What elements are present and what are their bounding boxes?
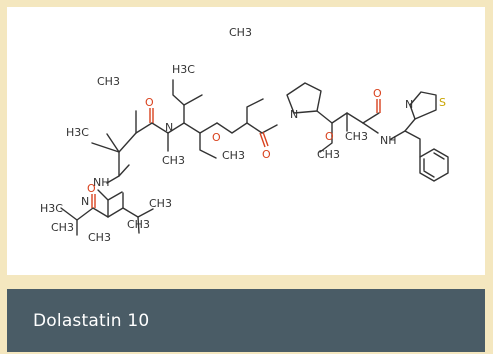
atom-label-oxygen-2: O bbox=[145, 96, 154, 109]
atom-label-nitrogen-methyl: N bbox=[165, 121, 173, 134]
atom-label-ch3-isopropyl-side: CH3 bbox=[149, 197, 172, 210]
atom-label-n-ch3: CH3 bbox=[162, 154, 185, 167]
atom-label-och3: CH3 bbox=[222, 149, 245, 162]
figure-caption: Dolastatin 10 bbox=[33, 310, 150, 331]
atom-label-h3c: H3C bbox=[40, 202, 63, 215]
atom-label-nh: NH bbox=[93, 176, 110, 189]
atom-label-ch3-right: CH3 bbox=[345, 130, 368, 143]
atom-label-h3c-left: H3C bbox=[66, 126, 89, 139]
atom-label-ch3-isopropyl-bottom: CH3 bbox=[127, 218, 150, 231]
atom-label-oxygen-methoxy-1: O bbox=[212, 131, 221, 144]
atom-label-ch3-nmethyl: CH3 bbox=[51, 221, 74, 234]
atom-label-oxygen-1: O bbox=[87, 182, 96, 195]
dolastatin-10-structure: CH3 H3C N CH3 CH3 CH3 NH H3C CH3 N CH3 H… bbox=[40, 26, 449, 244]
atom-label-ch3-top-left: CH3 bbox=[97, 75, 120, 88]
atom-label-nitrogen-dimethyl: N bbox=[81, 195, 89, 208]
atom-label-oxygen-4: O bbox=[373, 87, 382, 100]
atom-label-ch3: CH3 bbox=[88, 231, 111, 244]
atom-label-oxygen-methoxy-2: O bbox=[325, 130, 334, 143]
atom-label-oxygen-3: O bbox=[262, 148, 271, 161]
atom-label-nh-amide: NH bbox=[380, 134, 397, 147]
atom-label-nitrogen-pyrrolidine: N bbox=[290, 108, 298, 121]
atom-label-h3c-top: H3C bbox=[172, 63, 195, 76]
molecule-diagram-panel: CH3 H3C N CH3 CH3 CH3 NH H3C CH3 N CH3 H… bbox=[7, 7, 485, 275]
atom-label-ch3-top: CH3 bbox=[229, 26, 252, 39]
atom-label-nitrogen-thiazole: N bbox=[405, 98, 413, 111]
atom-label-sulfur: S bbox=[439, 96, 446, 109]
atom-label-och3-2: CH3 bbox=[317, 148, 340, 161]
caption-bar: Dolastatin 10 bbox=[7, 289, 485, 352]
